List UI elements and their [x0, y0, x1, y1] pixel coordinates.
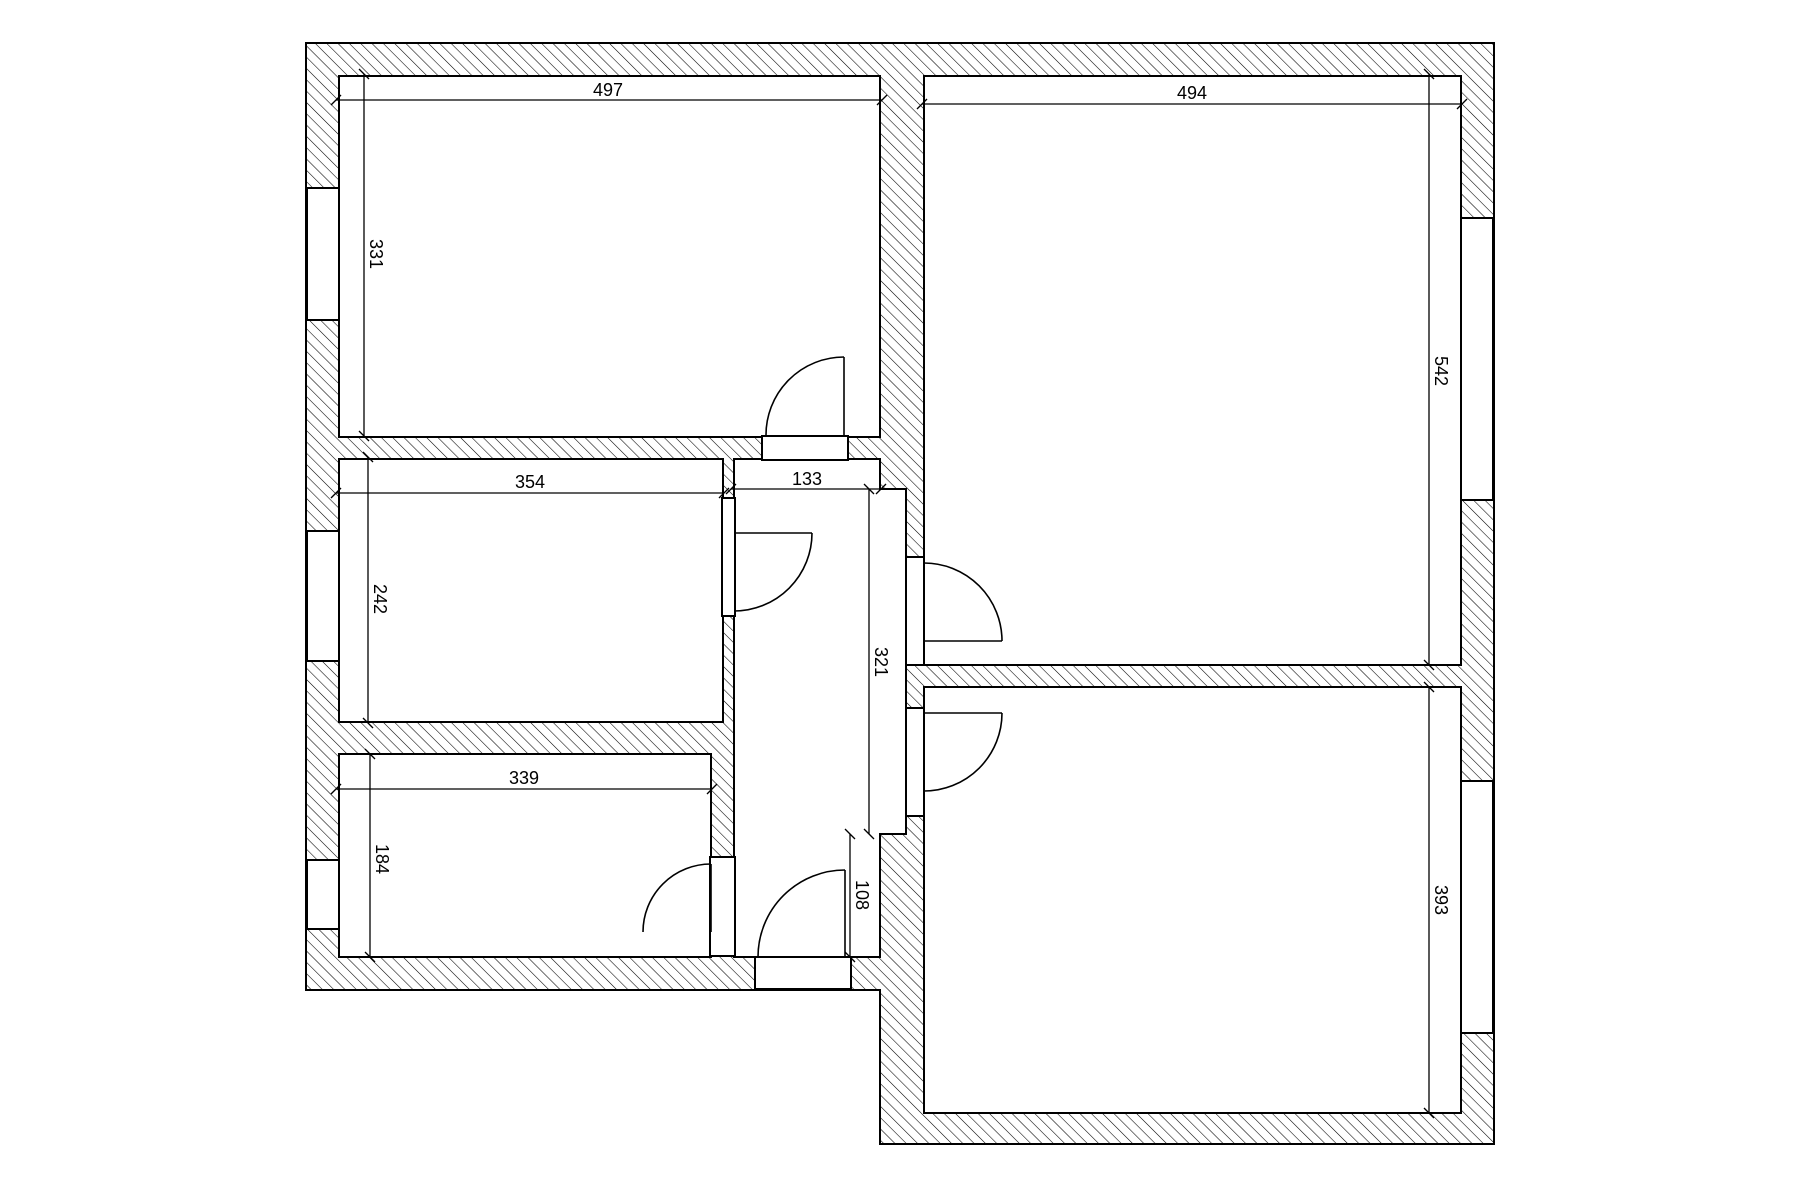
window-left-3: [306, 859, 340, 930]
dim-label-184: 184: [372, 844, 392, 874]
dim-label-339: 339: [509, 768, 539, 788]
door-mid-left-room: [733, 532, 813, 612]
door-bottom-left-room: [642, 863, 712, 933]
dim-label-133: 133: [792, 469, 822, 489]
room-mid-left: [338, 458, 724, 723]
window-right-1: [1460, 217, 1494, 501]
dim-label-242: 242: [370, 584, 390, 614]
dim-label-393: 393: [1431, 885, 1451, 915]
dim-label-494: 494: [1177, 83, 1207, 103]
dim-label-108: 108: [852, 880, 872, 910]
door-bottom-right-room: [923, 712, 1003, 792]
dim-label-497: 497: [593, 80, 623, 100]
door-top-left-room: [765, 356, 845, 437]
room-bottom-right: [923, 686, 1462, 1114]
room-top-right: [923, 75, 1462, 666]
door-top-right-room: [923, 562, 1003, 642]
dim-label-331: 331: [366, 239, 386, 269]
window-left-1: [306, 187, 340, 321]
dim-label-542: 542: [1431, 356, 1451, 386]
door-openings: [709, 435, 925, 990]
dim-label-354: 354: [515, 472, 545, 492]
dim-label-321: 321: [871, 647, 891, 677]
room-top-left: [338, 75, 881, 438]
window-left-2: [306, 530, 340, 662]
dimension-labels: 497 494 354 133 339 331 542 242 321 184 …: [366, 80, 1451, 915]
windows: [306, 187, 1494, 1034]
window-right-2: [1460, 780, 1494, 1034]
walls: [305, 42, 1495, 1145]
dimension-lines: [330, 68, 1468, 1119]
